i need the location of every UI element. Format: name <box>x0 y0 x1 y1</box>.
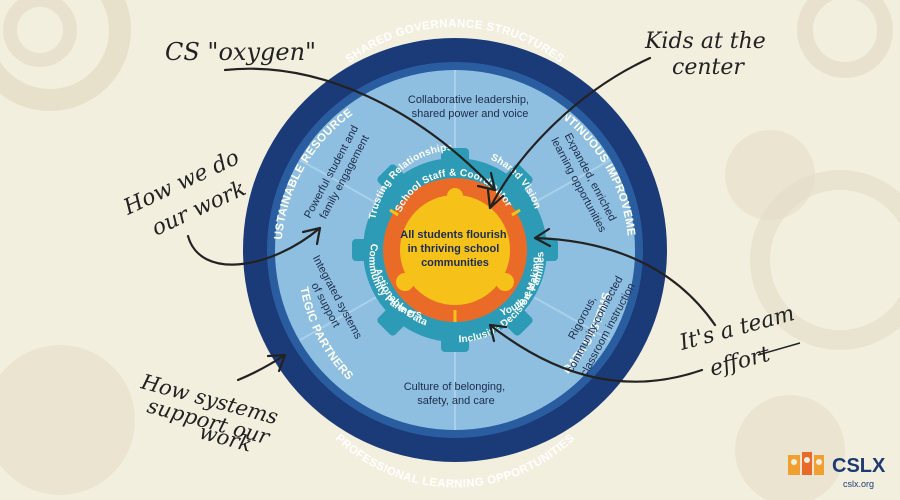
cslx-logo-mark <box>788 452 824 475</box>
arrow-systems <box>236 353 287 382</box>
cslx-logo: CSLX cslx.org <box>788 452 886 489</box>
arrow-how-we <box>186 226 322 266</box>
arrow-systems-head <box>266 353 287 373</box>
arrow-team-1-head <box>533 227 552 248</box>
arrow-team-2 <box>488 323 704 383</box>
annotation-team-line2: effort <box>707 342 773 382</box>
arrow-kids-head <box>486 188 505 210</box>
annotation-cs-oxygen: CS "oxygen" <box>165 38 316 66</box>
annotation-kids-line2: center <box>672 55 745 80</box>
arrow-cs-oxygen-head <box>476 171 497 192</box>
arrow-kids <box>488 56 652 210</box>
logo-name: CSLX <box>832 455 886 477</box>
inner-ring-dividers <box>389 208 521 322</box>
arrow-team-2-head <box>488 323 508 343</box>
middle-label-top: Collaborative leadership, shared power a… <box>408 94 532 120</box>
logo-url: cslx.org <box>843 479 874 489</box>
annotation-kids-line1: Kids at the <box>644 29 766 54</box>
middle-label-bottom: Culture of belonging, safety, and care <box>404 381 509 407</box>
annotation-arrows <box>186 56 717 383</box>
arrow-team-1 <box>533 236 717 327</box>
arrow-how-we-head <box>301 226 322 246</box>
middle-ring-dividers <box>299 70 611 430</box>
annotation-team-line1: It's a team <box>676 301 797 356</box>
annotation-underline <box>757 342 801 356</box>
arrow-cs-oxygen <box>223 67 497 192</box>
core <box>396 188 514 305</box>
core-label: All students flourish in thriving school… <box>400 229 509 269</box>
